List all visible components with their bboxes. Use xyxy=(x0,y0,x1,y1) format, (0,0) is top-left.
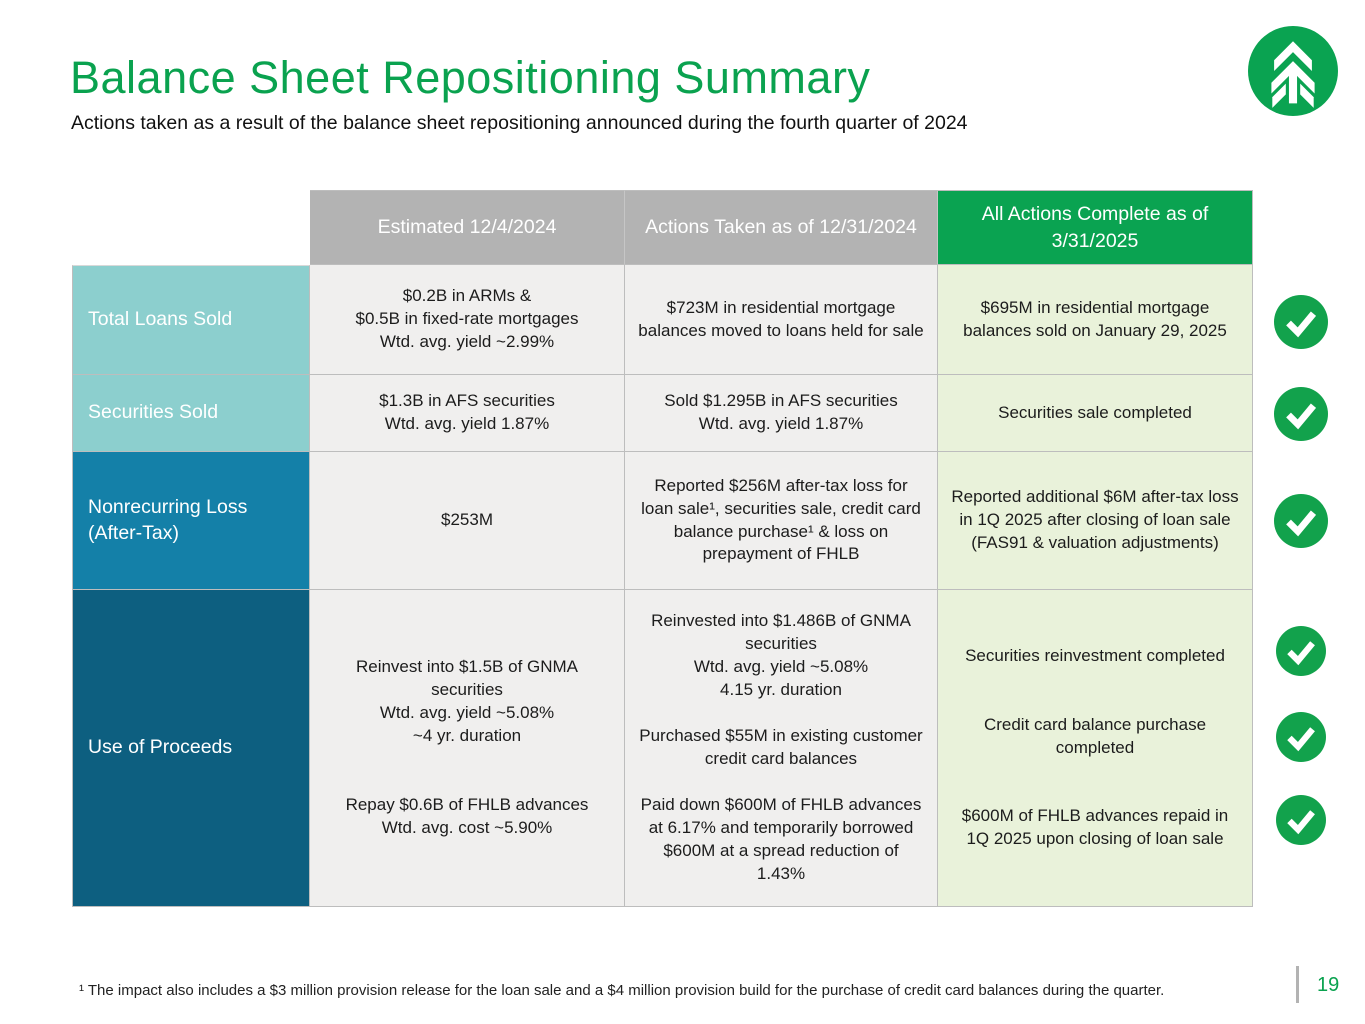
footnote: ¹ The impact also includes a $3 million … xyxy=(79,982,1165,999)
page-title: Balance Sheet Repositioning Summary xyxy=(70,52,871,103)
table-cell: Reinvest into $1.5B of GNMA securities W… xyxy=(310,590,625,907)
table-corner-spacer xyxy=(72,190,310,265)
column-header-actions-taken: Actions Taken as of 12/31/2024 xyxy=(625,190,938,265)
column-header-estimated: Estimated 12/4/2024 xyxy=(310,190,625,265)
repositioning-table: Estimated 12/4/2024 Actions Taken as of … xyxy=(72,190,1253,907)
table-cell: Securities sale completed xyxy=(938,375,1253,452)
check-icon xyxy=(1274,295,1328,349)
row-label-total-loans-sold: Total Loans Sold xyxy=(72,265,310,375)
table-cell: $695M in residential mortgage balances s… xyxy=(938,265,1253,375)
table-cell: Reported additional $6M after-tax loss i… xyxy=(938,452,1253,590)
page-number: 19 xyxy=(1317,974,1340,996)
check-icon xyxy=(1276,626,1326,676)
table-cell: $1.3B in AFS securities Wtd. avg. yield … xyxy=(310,375,625,452)
column-header-actions-complete: All Actions Complete as of 3/31/2025 xyxy=(938,190,1253,265)
table-cell: $253M xyxy=(310,452,625,590)
check-icon xyxy=(1274,494,1328,548)
table-cell: $0.2B in ARMs & $0.5B in fixed-rate mort… xyxy=(310,265,625,375)
check-icon xyxy=(1276,795,1326,845)
page-number-divider xyxy=(1296,966,1299,1003)
table-cell: $723M in residential mortgage balances m… xyxy=(625,265,938,375)
row-label-use-of-proceeds: Use of Proceeds xyxy=(72,590,310,907)
page-subtitle: Actions taken as a result of the balance… xyxy=(71,112,968,134)
table-cell: Reinvested into $1.486B of GNMA securiti… xyxy=(625,590,938,907)
table-cell: Securities reinvestment completed Credit… xyxy=(938,590,1253,907)
table-cell: Sold $1.295B in AFS securities Wtd. avg.… xyxy=(625,375,938,452)
row-label-securities-sold: Securities Sold xyxy=(72,375,310,452)
row-label-nonrecurring-loss: Nonrecurring Loss (After-Tax) xyxy=(72,452,310,590)
check-icon xyxy=(1274,387,1328,441)
tree-chevron-logo-icon xyxy=(1248,26,1338,116)
table-cell: Reported $256M after-tax loss for loan s… xyxy=(625,452,938,590)
check-icon xyxy=(1276,712,1326,762)
